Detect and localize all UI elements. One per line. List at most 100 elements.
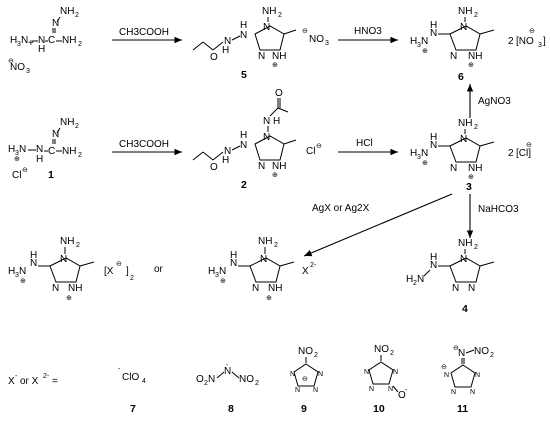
svg-text:NH: NH	[272, 161, 286, 172]
svg-text:N: N	[452, 283, 459, 294]
svg-text:NH: NH	[68, 283, 82, 294]
svg-text:NH: NH	[268, 283, 282, 294]
svg-text:N: N	[451, 389, 456, 396]
svg-text:[NO: [NO	[516, 36, 534, 47]
reagent-silver-salt: AgX or Ag2X	[312, 203, 370, 214]
svg-text:2: 2	[75, 123, 79, 130]
svg-text:H: H	[410, 148, 417, 159]
svg-text:2: 2	[474, 244, 478, 251]
svg-text:2: 2	[474, 12, 478, 19]
svg-text:H: H	[406, 274, 413, 285]
svg-text:2: 2	[130, 275, 134, 282]
svg-text:H: H	[273, 116, 280, 127]
svg-text:⊕: ⊕	[468, 174, 474, 181]
svg-text:NH: NH	[272, 51, 286, 62]
svg-text:⊕: ⊕	[14, 156, 20, 163]
svg-text:N: N	[52, 18, 59, 29]
svg-text:NH: NH	[60, 6, 74, 17]
svg-text:N: N	[21, 35, 28, 46]
svg-text:[Cl]: [Cl]	[516, 148, 531, 159]
svg-text:N: N	[252, 283, 259, 294]
svg-text:N: N	[318, 371, 323, 378]
svg-text:3: 3	[215, 272, 219, 279]
svg-text:-: -	[226, 362, 229, 369]
svg-text:3: 3	[15, 150, 19, 157]
svg-text:⊖: ⊖	[529, 28, 535, 35]
svg-text:⊕: ⊕	[272, 62, 278, 69]
svg-text:N: N	[36, 144, 43, 155]
svg-text:2: 2	[508, 36, 514, 47]
svg-text:N: N	[260, 254, 267, 265]
svg-text:O: O	[398, 390, 406, 401]
svg-text:N: N	[240, 30, 247, 41]
svg-text:2: 2	[413, 280, 417, 287]
svg-text:N: N	[230, 258, 237, 269]
svg-text:H: H	[208, 266, 215, 277]
svg-text:N: N	[388, 386, 393, 393]
svg-text:H: H	[430, 20, 437, 31]
svg-text:Cl: Cl	[12, 170, 21, 181]
svg-text:NO: NO	[298, 346, 313, 357]
svg-text:H: H	[240, 130, 247, 141]
svg-text:2-: 2-	[310, 262, 317, 269]
or-label: or	[154, 264, 164, 275]
compound-number-4: 4	[462, 303, 468, 315]
svg-text:ClO: ClO	[122, 372, 139, 383]
svg-text:2: 2	[255, 380, 259, 387]
reagent-nitric-acid: HNO3	[354, 26, 382, 37]
svg-text:N: N	[224, 36, 231, 47]
svg-text:N: N	[263, 22, 270, 33]
svg-text:N: N	[421, 36, 428, 47]
svg-text:3: 3	[325, 40, 329, 47]
svg-text:⊖: ⊖	[453, 345, 459, 352]
svg-text:⊖: ⊖	[22, 167, 28, 174]
svg-text:NH: NH	[468, 51, 482, 62]
svg-text:⊕: ⊕	[266, 295, 272, 302]
svg-text:NH: NH	[458, 118, 472, 129]
svg-text:N: N	[313, 387, 318, 394]
svg-text:2: 2	[78, 41, 82, 48]
compound-number-7: 7	[130, 403, 136, 415]
svg-text:N: N	[263, 116, 270, 127]
svg-text:N: N	[369, 386, 374, 393]
reaction-arrow-silver-nitrate: AgNO3	[466, 84, 511, 118]
svg-text:+: +	[28, 38, 34, 49]
svg-text:⊕: ⊕	[20, 278, 26, 285]
svg-text:N: N	[224, 146, 231, 157]
svg-text:H: H	[36, 154, 43, 165]
svg-text:2: 2	[76, 242, 80, 249]
svg-text:N: N	[460, 254, 467, 265]
svg-text:N: N	[393, 369, 398, 376]
svg-text:N: N	[450, 163, 457, 174]
svg-text:NH: NH	[468, 163, 482, 174]
svg-text:2: 2	[78, 152, 82, 159]
reaction-arrow-silver-salt: AgX or Ag2X	[303, 193, 453, 257]
svg-text:3: 3	[538, 42, 542, 49]
svg-text:⊖: ⊖	[441, 364, 447, 371]
compound-number-2: 2	[241, 179, 247, 191]
svg-text:N: N	[470, 389, 475, 396]
svg-text:N: N	[263, 132, 270, 143]
svg-text:H: H	[30, 250, 37, 261]
svg-text:2: 2	[204, 380, 208, 387]
svg-text:2: 2	[75, 12, 79, 19]
svg-text:N: N	[219, 266, 226, 277]
svg-text:2: 2	[490, 352, 494, 359]
svg-text:N: N	[258, 161, 265, 172]
reagent-sodium-bicarbonate: NaHCO3	[478, 204, 519, 215]
svg-text:N: N	[460, 22, 467, 33]
svg-text:NH: NH	[458, 6, 472, 17]
reaction-arrow-acetylation-2: CH3COOH	[112, 139, 182, 156]
svg-text:N: N	[295, 387, 300, 394]
svg-text:X: X	[8, 376, 15, 387]
svg-text:NH: NH	[262, 6, 276, 17]
svg-text:3: 3	[26, 68, 30, 75]
svg-text:3: 3	[15, 272, 19, 279]
svg-text:⊖: ⊖	[8, 58, 14, 65]
svg-text:[X: [X	[104, 266, 114, 277]
svg-text:N: N	[60, 254, 67, 265]
svg-text:H: H	[38, 44, 45, 55]
